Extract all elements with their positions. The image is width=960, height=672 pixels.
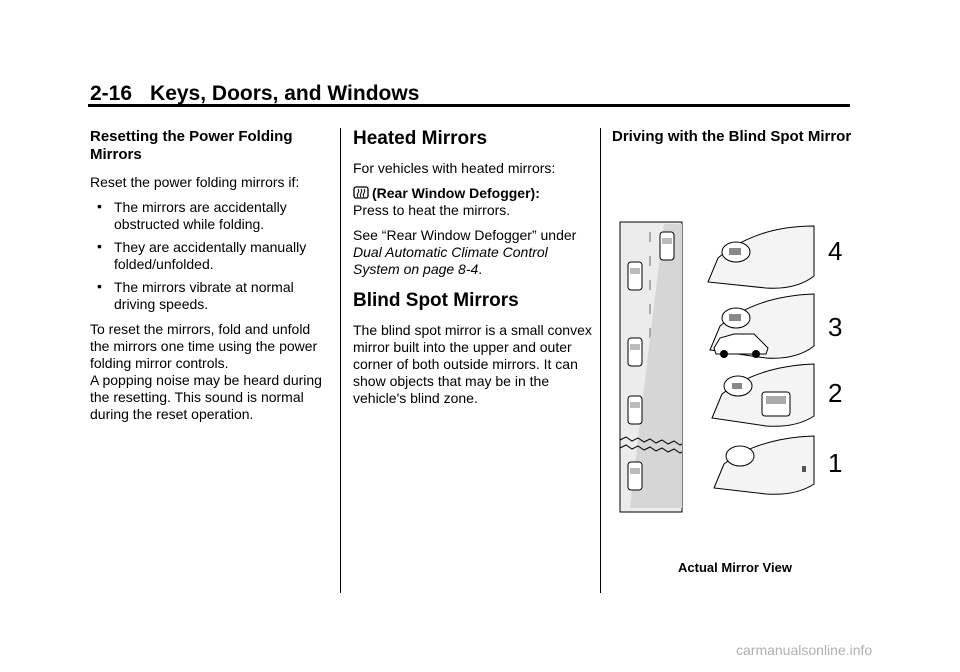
heated-mirrors-heading: Heated Mirrors	[353, 128, 488, 149]
list-item: •They are accidentally manually folded/u…	[97, 238, 307, 272]
car-icon	[627, 461, 643, 491]
defogger-entry: (Rear Window Defogger): Press to heat th…	[353, 185, 593, 219]
reset-noise-note: A popping noise may be heard during the …	[90, 372, 322, 422]
defogger-text: Press to heat the mirrors.	[353, 202, 511, 218]
bullet-icon: •	[97, 278, 102, 294]
mirror-view-3	[709, 293, 815, 359]
rear-defogger-icon	[353, 186, 369, 199]
column-divider-2	[600, 128, 601, 593]
mirror-diagram: 4 3 2 1	[619, 221, 842, 513]
power-folding-intro: Reset the power folding mirrors if:	[90, 174, 300, 190]
figure-number-3: 3	[828, 312, 842, 342]
column-2: Heated Mirrors For vehicles with heated …	[353, 128, 593, 415]
figure-caption: Actual Mirror View	[678, 560, 792, 575]
header-rule	[88, 104, 850, 107]
power-folding-heading: Resetting the Power Folding Mirrors	[90, 128, 293, 163]
column-3: Driving with the Blind Spot Mirror	[612, 128, 852, 156]
watermark: carmanualsonline.info	[736, 642, 873, 658]
list-item: •The mirrors vibrate at normal driving s…	[97, 278, 294, 312]
car-icon	[659, 231, 675, 261]
driving-blind-spot-heading: Driving with the Blind Spot Mirror	[612, 128, 852, 145]
column-divider-1	[340, 128, 341, 593]
figure-number-2: 2	[828, 378, 842, 408]
blind-spot-heading: Blind Spot Mirrors	[353, 290, 519, 311]
reset-instructions: To reset the mirrors, fold and unfold th…	[90, 321, 318, 371]
page-header: 2-16 Keys, Doors, and Windows	[90, 82, 419, 106]
bullet-icon: •	[97, 198, 102, 214]
blind-spot-mirror-figure: 4 3 2 1	[616, 218, 856, 518]
mirror-view-4	[707, 225, 815, 289]
reset-conditions-list: •The mirrors are accidentally obstructed…	[90, 198, 330, 313]
column-1: Resetting the Power Folding Mirrors Rese…	[90, 128, 330, 431]
car-icon	[627, 395, 643, 425]
heated-mirrors-intro: For vehicles with heated mirrors:	[353, 160, 556, 176]
section-title: Keys, Doors, and Windows	[150, 82, 420, 105]
bullet-icon: •	[97, 238, 102, 254]
climate-control-link[interactable]: Dual Automatic Climate Control System on…	[353, 244, 548, 277]
car-icon	[627, 337, 643, 367]
figure-number-1: 1	[828, 448, 842, 478]
figure-number-4: 4	[828, 236, 842, 266]
page-number: 2-16	[90, 82, 133, 105]
mirror-view-2	[711, 363, 815, 427]
defogger-label: (Rear Window Defogger):	[372, 185, 540, 201]
car-icon	[627, 261, 643, 291]
see-reference: See “Rear Window Defogger” under Dual Au…	[353, 227, 577, 277]
blind-spot-text: The blind spot mirror is a small convex …	[353, 322, 592, 406]
mirror-view-1	[713, 435, 815, 495]
road-illustration	[619, 221, 683, 513]
list-item: •The mirrors are accidentally obstructed…	[97, 198, 287, 232]
